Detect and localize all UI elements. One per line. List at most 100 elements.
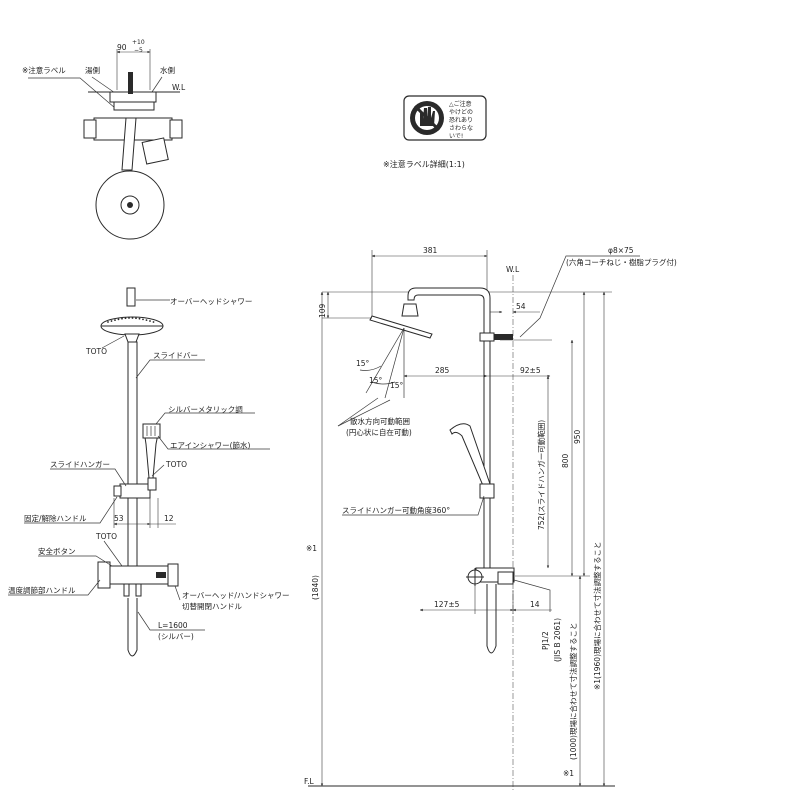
label-caution: ※注意ラベル: [22, 65, 66, 75]
label-temp-handle: 温度調節部ハンドル: [8, 585, 76, 595]
nozzle-dot: [142, 318, 144, 321]
dim-spacing: 90: [117, 43, 127, 52]
valve-leg-right: [135, 583, 142, 597]
overhead-center-plan: [127, 202, 133, 208]
leader-lock-handle: [24, 496, 118, 524]
nozzle-dot: [138, 317, 141, 320]
dim-950: 950: [573, 429, 582, 444]
label-cold: 水側: [160, 65, 175, 75]
leader-temp-handle: [8, 579, 101, 596]
dim-1960: ※1(1960)現場に合わせて寸法調整すること: [592, 542, 602, 691]
spray-line-b: [384, 327, 405, 399]
dim-tol-plus: +10: [132, 39, 145, 46]
screw-spec-2: (六角コーチねじ・樹脂プラグ付): [566, 257, 677, 267]
leader-pipe-thread: [513, 579, 551, 612]
label-switch-handle-1: オーバーヘッド/ハンドシャワー: [182, 591, 289, 600]
hanger-rotation: スライドハンガー可動角度360°: [342, 505, 450, 515]
caution-line-2: やけどの: [449, 108, 473, 116]
caution-line-1: △ご注意: [449, 100, 472, 108]
leader-spray-a: [337, 397, 379, 427]
fitting-nuts: [113, 101, 155, 111]
nozzle-dot: [121, 317, 123, 320]
label-overhead-shower: オーバーヘッドシャワー: [170, 297, 252, 306]
nozzle-dot: [152, 321, 155, 323]
nozzle-dot: [149, 320, 151, 322]
dim-1000: (1000)現場に合わせて寸法調整すること: [568, 623, 578, 760]
leader-slide-hanger: [50, 468, 127, 487]
dim-1840: (1840): [311, 575, 320, 600]
caution-label-detail: △ご注意 やけどの 恐れあり さわらな いで! ※注意ラベル詳細(1:1): [383, 95, 487, 169]
overhead-joint: [124, 333, 140, 343]
bracket-top-side: [479, 332, 495, 342]
label-hot: 湯側: [85, 65, 100, 75]
caution-line-5: いで!: [449, 133, 463, 140]
dim-tol-minus: −5: [134, 47, 143, 54]
nozzle-dot: [131, 317, 134, 319]
prohibit-slash-icon: [413, 104, 441, 132]
pipe-thread-2: (JIS B 2061): [553, 618, 562, 662]
hand-shower-plan: [141, 137, 169, 165]
label-toto-top: TOTO: [85, 347, 107, 356]
bar-plan: [121, 117, 137, 171]
nozzle-dot: [114, 319, 116, 322]
overhead-hub-plan: [120, 195, 140, 215]
angle-c: 15°: [390, 381, 404, 390]
leader-slide-bar: [135, 359, 205, 379]
lock-handle-front: [113, 485, 122, 497]
pipe-thread-1: PJ1/2: [541, 631, 550, 650]
screw-spec-1: φ8×75: [608, 246, 634, 255]
dim-54: 54: [516, 302, 526, 311]
spray-range-1: 散水方向可動範囲: [350, 416, 410, 426]
angle-a: 15°: [356, 359, 370, 368]
bar-top-cap: [126, 287, 136, 307]
dim-92: 92±5: [520, 366, 541, 375]
nozzle-dot: [110, 320, 113, 322]
nozzle-dot: [124, 317, 127, 320]
overhead-head-side: [369, 315, 433, 339]
hose-loop-side: [486, 584, 497, 654]
dim-800: 800: [561, 453, 570, 468]
label-toto-hand: TOTO: [165, 460, 187, 469]
leader-spray-b: [337, 399, 391, 427]
overhead-joint-side: [401, 303, 419, 317]
valve-toto-mark: [156, 572, 166, 578]
caution-line-3: 恐れあり: [449, 117, 473, 124]
label-wl-top: W.L: [172, 83, 186, 92]
label-wl-side: W.L: [506, 265, 520, 274]
leader-screw: [519, 255, 640, 338]
overhead-disc-plan: [95, 170, 165, 240]
leader-safety: [38, 555, 113, 567]
valve-leg-left: [123, 583, 130, 597]
leader-toto-valve: [103, 540, 123, 567]
leader-hanger-rotation: [342, 495, 485, 516]
caution-line-4: さわらな: [449, 125, 473, 132]
dim-381: 381: [423, 246, 438, 255]
label-fl: F.L: [304, 777, 314, 786]
note-ref-1000: ※1: [563, 769, 574, 778]
angle-b: 15°: [369, 376, 383, 385]
leader-toto-hand: [151, 464, 165, 477]
dim-53: 53: [114, 514, 124, 523]
dim-14: 14: [530, 600, 540, 609]
slide-bar-side: [483, 339, 491, 571]
angle-arc-b: [370, 381, 396, 385]
wall-mount-top-side: [494, 334, 513, 340]
leader-air-in: [157, 435, 270, 450]
label-silver-metallic: シルバーメタリック調: [168, 404, 243, 414]
note-ref-1840: ※1: [306, 544, 317, 553]
overhead-nozzles: [107, 317, 155, 323]
leader-switch-handle: [174, 585, 181, 601]
label-toto-valve: TOTO: [95, 532, 117, 541]
side-view: W.L F.L 15° 15° 15°: [304, 246, 677, 790]
hand-shower-face: [142, 423, 161, 439]
top-view: 90 +10 −5 ※注意ラベル 湯側 水側 W.L: [22, 39, 186, 240]
caution-label-mark: [128, 72, 133, 94]
label-bar-length-1: L=1600: [158, 621, 188, 630]
temp-handle-front: [97, 561, 111, 589]
slide-hanger-side: [479, 483, 495, 499]
leader-bar-length: [137, 611, 205, 631]
nozzle-dot: [107, 321, 109, 323]
temp-handle-plan: [83, 119, 97, 139]
slide-bar-front: [127, 341, 138, 571]
